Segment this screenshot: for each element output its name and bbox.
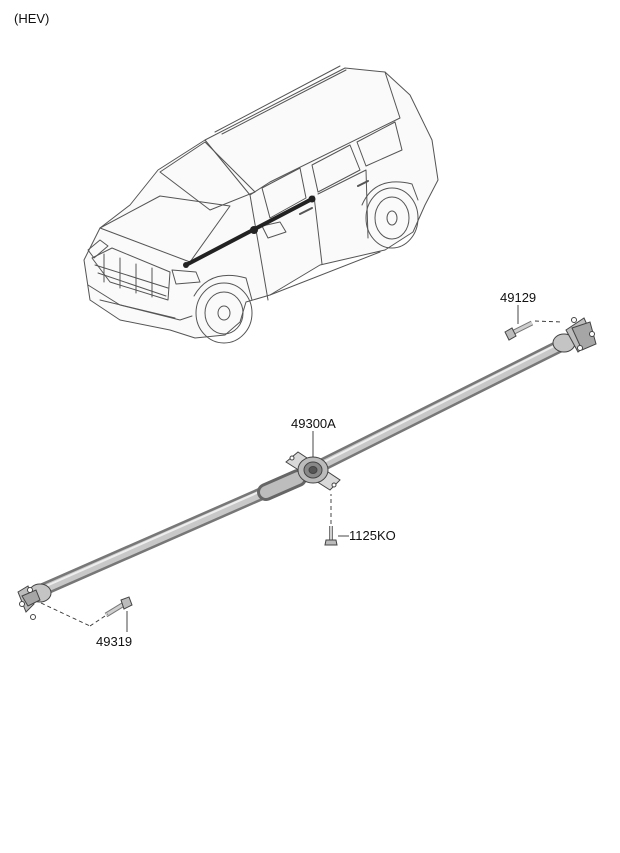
center-bearing	[285, 451, 341, 491]
bolt-49319	[104, 596, 133, 618]
part-label-1125KO[interactable]: 1125KO	[349, 528, 396, 543]
leader-lines	[40, 305, 564, 632]
part-label-49129[interactable]: 49129	[500, 290, 537, 305]
propeller-shaft	[35, 339, 567, 597]
rear-flange	[552, 317, 597, 353]
vehicle-shaft-highlight	[183, 195, 316, 268]
variant-label: (HEV)	[14, 11, 50, 26]
bolt-1125KO	[324, 526, 338, 546]
front-flange	[17, 583, 52, 620]
part-label-49319[interactable]: 49319	[96, 634, 133, 649]
bolt-49129	[504, 320, 534, 341]
part-label-49300A[interactable]: 49300A	[291, 416, 336, 431]
vehicle-illustration	[83, 65, 439, 344]
